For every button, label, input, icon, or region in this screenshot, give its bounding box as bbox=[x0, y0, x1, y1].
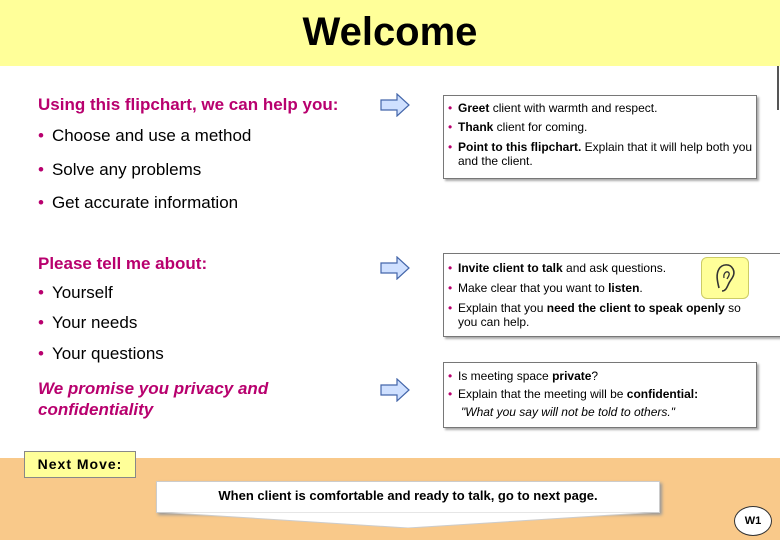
guidance-line: •Explain that the meeting will be confid… bbox=[448, 387, 699, 401]
list-item: •Your needs bbox=[38, 313, 138, 332]
list-item-label: Your needs bbox=[51, 313, 138, 332]
list-item: •Solve any problems bbox=[38, 160, 202, 179]
privacy-promise: We promise you privacy and confidentiali… bbox=[38, 379, 269, 419]
arrow-right-icon bbox=[380, 378, 410, 402]
section2-heading: Please tell me about: bbox=[38, 254, 208, 273]
list-item: •Yourself bbox=[38, 283, 113, 302]
ear-icon bbox=[701, 257, 749, 299]
guidance-box-1: •Greet client with warmth and respect. •… bbox=[443, 95, 757, 179]
guidance-line: •Make clear that you want to listen. bbox=[448, 281, 643, 295]
guidance-line: •Explain that you need the client to spe… bbox=[448, 301, 741, 329]
header-band bbox=[0, 0, 780, 66]
list-item: •Your questions bbox=[38, 344, 164, 363]
arrow-right-icon bbox=[380, 256, 410, 280]
section1-heading: Using this flipchart, we can help you: bbox=[38, 95, 339, 114]
guidance-line: •Thank client for coming. bbox=[448, 120, 588, 134]
list-item-label: Your questions bbox=[51, 344, 164, 363]
list-item-label: Solve any problems bbox=[51, 160, 202, 179]
guidance-line: •Point to this flipchart. Explain that i… bbox=[448, 140, 753, 168]
page-title: Welcome bbox=[302, 10, 478, 54]
arrow-right-icon bbox=[380, 93, 410, 117]
next-move-instruction: When client is comfortable and ready to … bbox=[156, 481, 660, 513]
list-item-label: Get accurate information bbox=[51, 193, 239, 212]
guidance-quote: "What you say will not be told to others… bbox=[461, 405, 675, 419]
guidance-line: •Invite client to talk and ask questions… bbox=[448, 261, 667, 275]
list-item: •Get accurate information bbox=[38, 193, 239, 212]
list-item-label: Choose and use a method bbox=[51, 126, 252, 145]
down-arrow-shape bbox=[156, 512, 660, 528]
guidance-line: •Is meeting space private? bbox=[448, 369, 599, 383]
list-item: •Choose and use a method bbox=[38, 126, 252, 145]
next-move-label: Next Move: bbox=[24, 451, 136, 478]
list-item-label: Yourself bbox=[51, 283, 113, 302]
page-code-badge: W1 bbox=[734, 506, 772, 536]
right-edge-bar bbox=[777, 66, 779, 110]
guidance-line: •Greet client with warmth and respect. bbox=[448, 101, 658, 115]
guidance-box-3: •Is meeting space private? •Explain that… bbox=[443, 362, 757, 428]
